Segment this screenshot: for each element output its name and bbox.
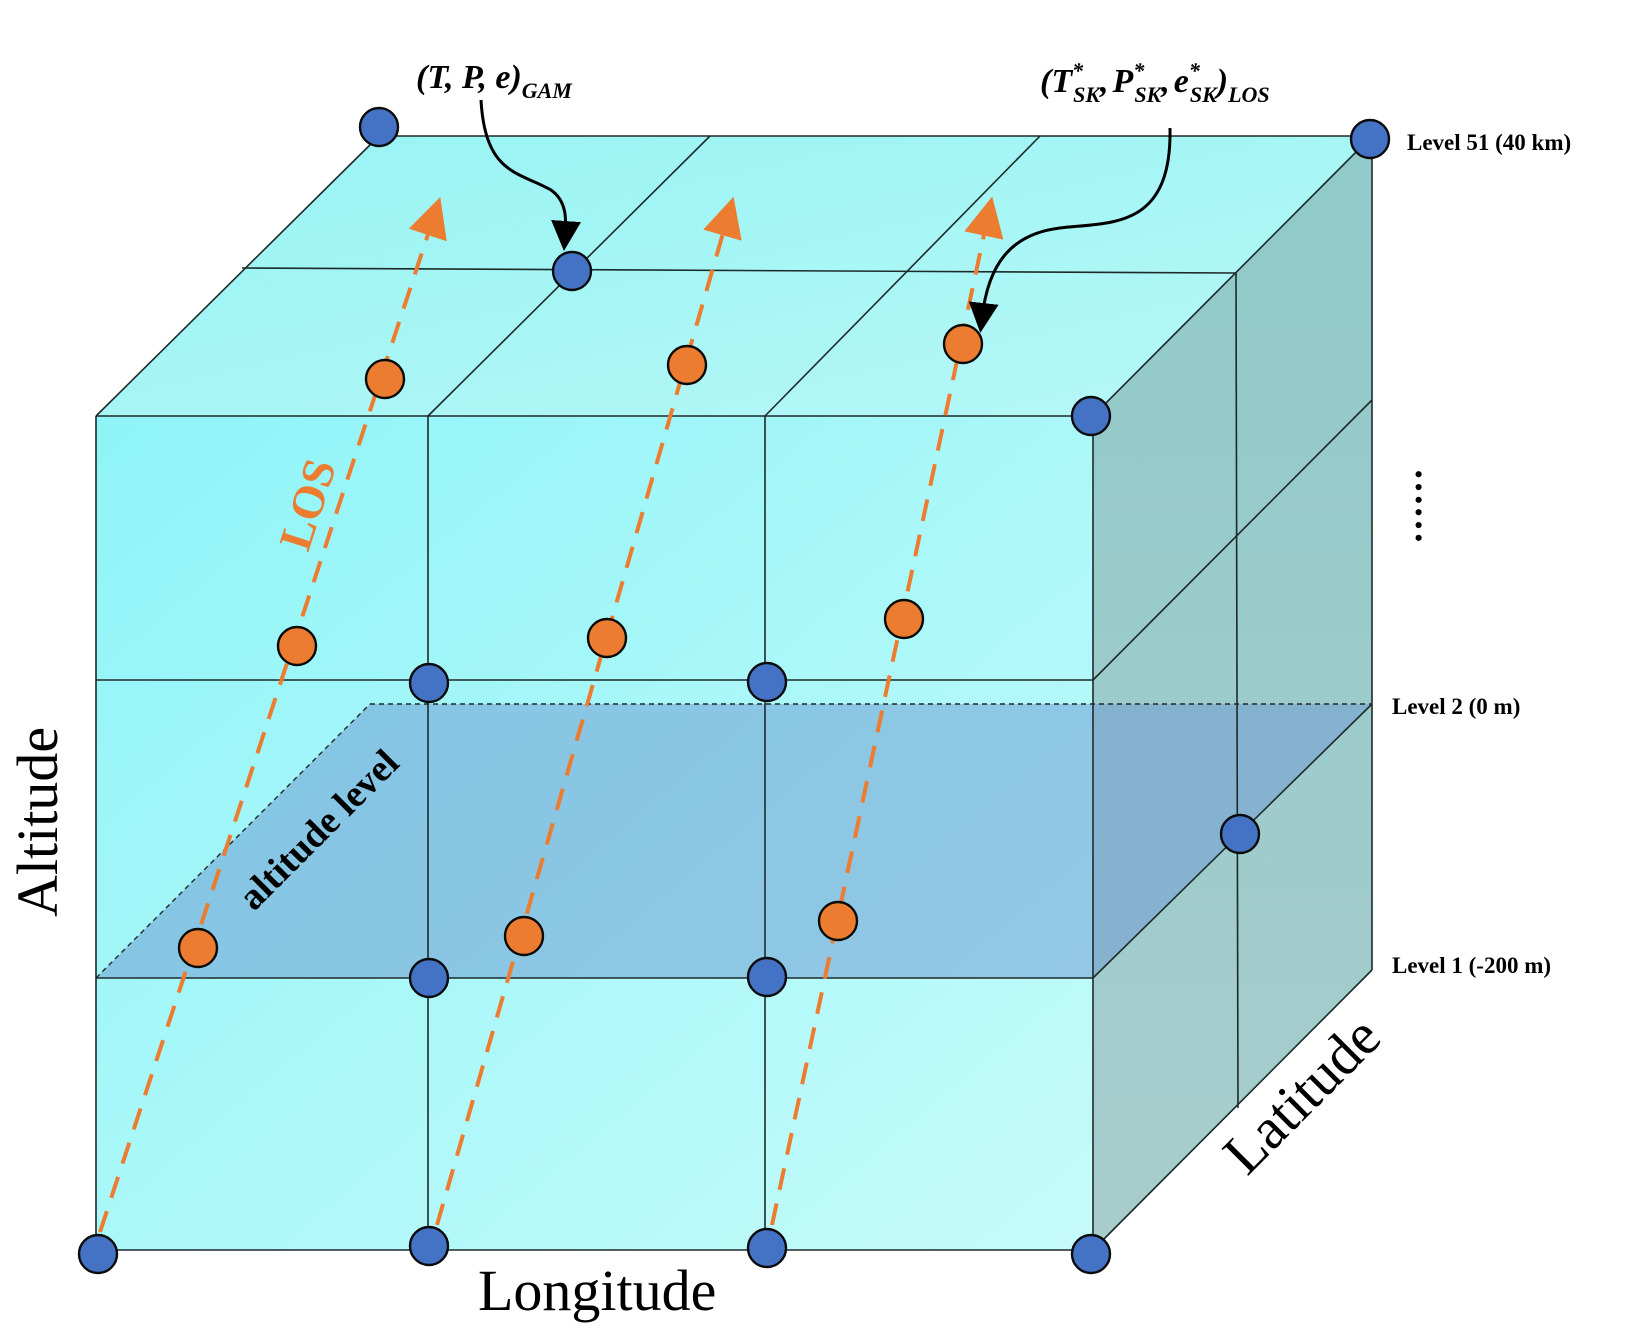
grid-node: [1070, 1233, 1112, 1275]
los-node: [883, 598, 925, 640]
gam-formula: (T, P, e)GAM: [416, 59, 573, 103]
los-line-3: [770, 196, 1004, 1226]
los-lines: [98, 196, 1004, 1233]
grid-nodes: [77, 106, 1391, 1275]
grid-node: [746, 661, 788, 703]
altitude-axis-label: Altitude: [5, 727, 70, 917]
grid-node: [746, 1227, 788, 1269]
los-line-2: [435, 196, 742, 1226]
grid-node: [746, 956, 788, 998]
level-ellipsis: ……: [1407, 468, 1449, 544]
grid-lines: [95, 135, 1373, 1251]
grid-node: [408, 662, 450, 704]
grid-node: [1070, 395, 1112, 437]
altitude-plane-outline: [95, 703, 1372, 979]
gam-pointer-arrow: [479, 99, 582, 251]
grid-node: [1349, 118, 1391, 160]
grid-node: [358, 106, 400, 148]
level-51-label: Level 51 (40 km): [1407, 130, 1571, 155]
longitude-axis-label: Longitude: [478, 1258, 716, 1323]
grid-node: [77, 1233, 119, 1275]
grid-node: [551, 250, 593, 292]
los-node: [666, 344, 708, 386]
level-1-label: Level 1 (-200 m): [1392, 953, 1551, 978]
los-nodes: [177, 323, 984, 969]
los-formula: (T*SK,P*SK,e*SK)LOS: [1040, 58, 1270, 107]
level-2-label: Level 2 (0 m): [1392, 694, 1520, 719]
los-node: [503, 915, 545, 957]
los-node: [817, 900, 859, 942]
cube-side-face: [1093, 136, 1372, 1250]
los-pointer-arrow: [968, 127, 1172, 333]
los-node: [364, 358, 406, 400]
grid-node: [408, 957, 450, 999]
grid-node: [1219, 813, 1261, 855]
los-node: [586, 617, 628, 659]
los-node: [177, 927, 219, 969]
altitude-level-plane: [96, 704, 1372, 978]
los-node: [942, 323, 984, 365]
grid-node: [408, 1225, 450, 1267]
los-node: [276, 625, 318, 667]
